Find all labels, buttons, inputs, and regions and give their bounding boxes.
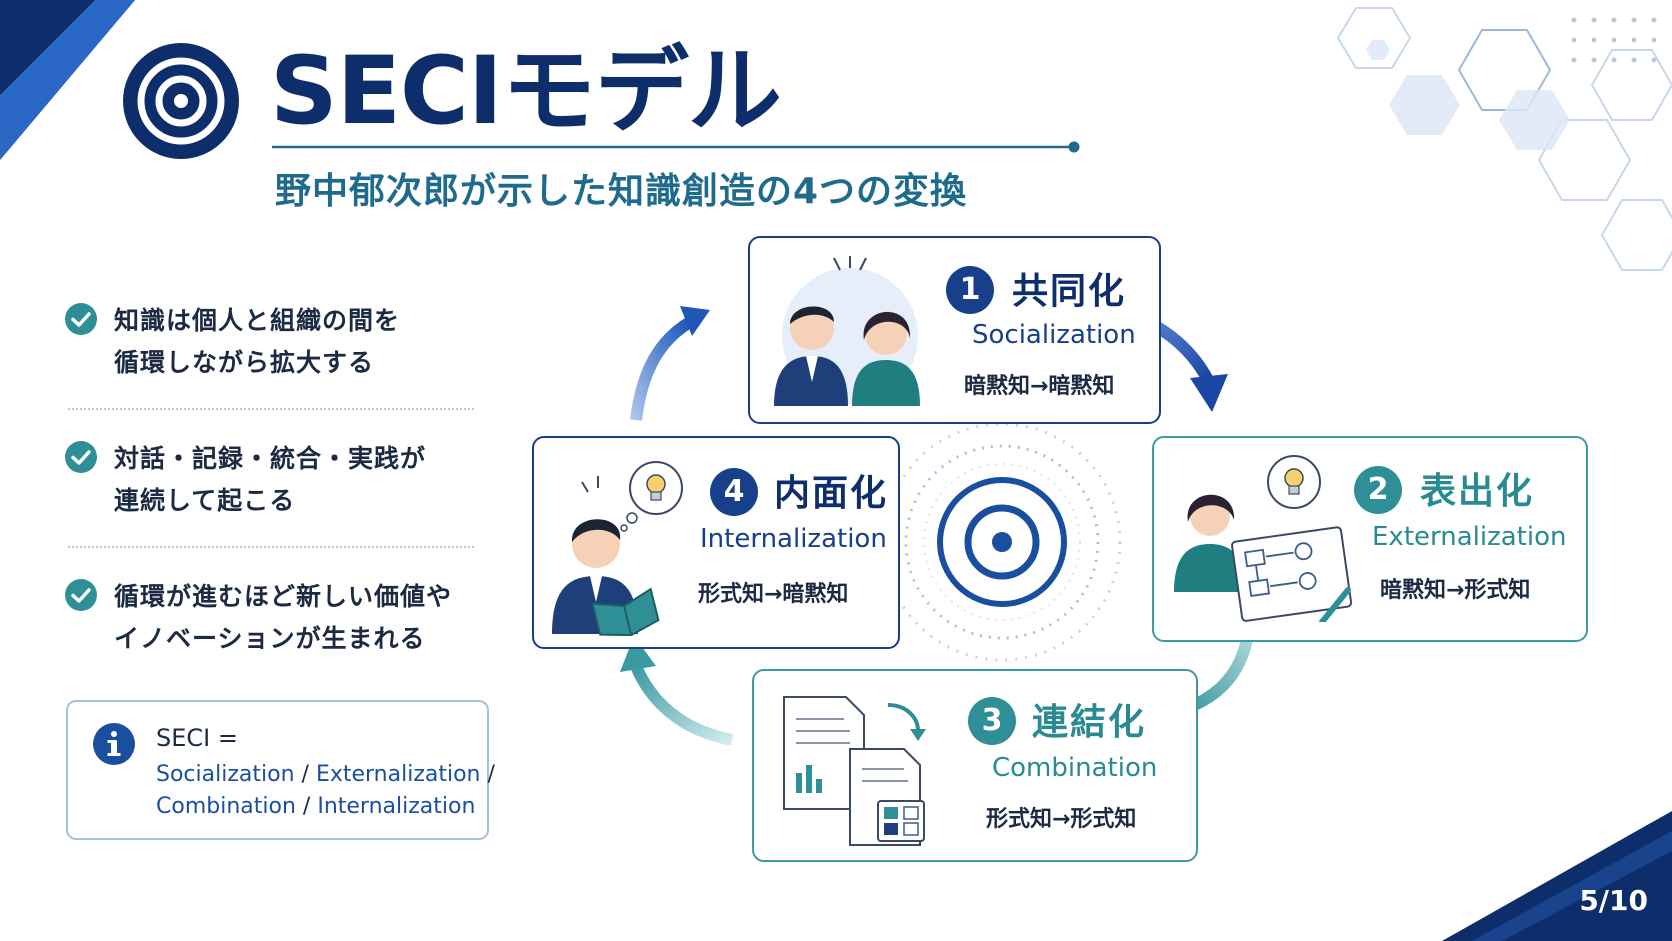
seci-definition-box: SECI = Socialization / Externalization /… — [66, 700, 495, 840]
step-title: 表出化 — [1420, 471, 1535, 512]
step-number-badge: 2 — [1354, 466, 1402, 514]
list-item: 知識は個人と組織の間を循環しながら拡大する — [64, 296, 484, 408]
step-card-internalization: 4 内面化 Internalization 形式知→暗黙知 — [532, 436, 900, 649]
key-points-list: 知識は個人と組織の間を循環しながら拡大する 対話・記録・統合・実践が連続して起こ… — [64, 296, 484, 684]
step-english-name: Externalization — [1372, 522, 1567, 552]
step-number-badge: 4 — [710, 468, 758, 516]
bullet-text: 対話・記録・統合・実践が連続して起こる — [114, 444, 427, 515]
page-subtitle: 野中郁次郎が示した知識創造の4つの変換 — [275, 171, 968, 212]
step-card-combination: 3 連結化 Combination 形式知→形式知 — [752, 669, 1198, 862]
check-icon — [65, 579, 97, 611]
check-icon — [65, 441, 97, 473]
bullet-text: 循環が進むほど新しい価値やイノベーションが生まれる — [114, 582, 453, 653]
step-card-socialization: 1 共同化 Socialization 暗黙知→暗黙知 — [748, 236, 1161, 424]
step-english-name: Combination — [992, 753, 1158, 783]
lightbulb-icon — [620, 461, 683, 532]
check-icon — [65, 303, 97, 335]
cycle-arrow — [630, 306, 710, 421]
step-conversion: 形式知→形式知 — [986, 807, 1137, 832]
lightbulb-icon — [1267, 455, 1321, 509]
page-number: 5/10 — [1579, 884, 1648, 917]
cycle-arrow — [620, 636, 734, 746]
step-title: 連結化 — [1032, 702, 1147, 743]
person-with-diagram-illustration — [1174, 455, 1352, 622]
step-card-externalization: 2 表出化 Externalization 暗黙知→形式知 — [1152, 436, 1588, 642]
step-conversion: 形式知→暗黙知 — [698, 582, 849, 607]
step-title: 共同化 — [1012, 271, 1127, 312]
bullet-text: 知識は個人と組織の間を循環しながら拡大する — [114, 306, 401, 377]
step-conversion: 暗黙知→形式知 — [1380, 578, 1531, 603]
step-english-name: Socialization — [972, 320, 1136, 350]
two-people-talking-illustration — [774, 256, 920, 406]
hexagon-decoration — [1336, 7, 1672, 271]
info-heading: SECI = — [156, 724, 238, 752]
list-item: 対話・記録・統合・実践が連続して起こる — [64, 434, 484, 546]
corner-decoration-top-left — [0, 0, 135, 160]
step-title: 内面化 — [774, 473, 889, 514]
target-icon — [123, 43, 239, 159]
step-number-badge: 3 — [968, 697, 1016, 745]
info-terms-line-1: Socialization / Externalization / — [156, 762, 495, 787]
center-target — [882, 422, 1122, 662]
title-underline — [272, 141, 1080, 153]
divider — [68, 408, 474, 410]
page-title: SECIモデル — [270, 37, 782, 146]
person-reading-illustration — [552, 461, 683, 636]
step-conversion: 暗黙知→暗黙知 — [964, 374, 1115, 399]
step-english-name: Internalization — [700, 524, 887, 554]
corner-decoration-bottom-right — [1442, 811, 1672, 941]
refresh-arrow-icon — [887, 703, 926, 741]
divider — [68, 546, 474, 548]
info-icon — [93, 723, 135, 765]
info-terms-line-2: Combination / Internalization — [156, 794, 476, 819]
documents-illustration — [783, 696, 926, 846]
step-number-badge: 1 — [946, 266, 994, 314]
list-item: 循環が進むほど新しい価値やイノベーションが生まれる — [64, 572, 484, 684]
